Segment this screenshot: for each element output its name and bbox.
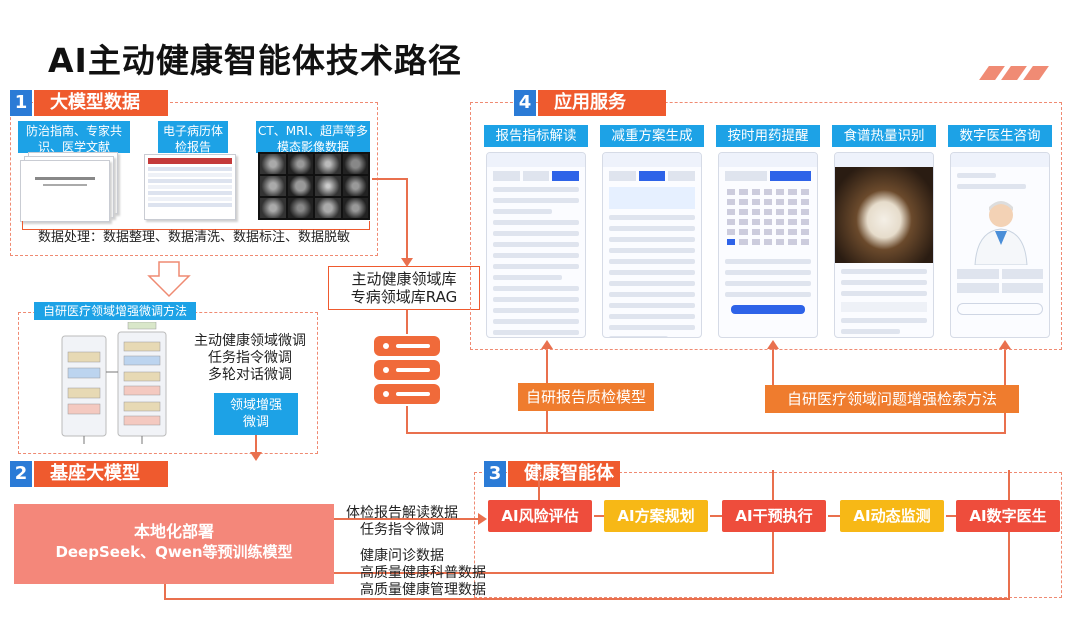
page-title: AI主动健康智能体技术路径 — [48, 41, 462, 80]
rag-line2: 专病领域库RAG — [350, 288, 458, 306]
source-guidelines: 防治指南、专家共识、医学文献 — [18, 121, 130, 154]
agent-digital-doctor: AI数字医生 — [956, 500, 1060, 532]
section4-header: 应用服务 — [538, 90, 666, 116]
processing-bracket — [22, 221, 370, 230]
flow-text-1: 体检报告解读数据 任务指令微调 — [346, 505, 458, 539]
phone-screenshot-doctor — [950, 152, 1050, 338]
medical-record-table-icon — [144, 154, 236, 220]
app-medication-reminder: 按时用药提醒 — [716, 125, 820, 147]
connector-line — [946, 515, 956, 517]
local-deployment-box: 本地化部署 DeepSeek、Qwen等预训练模型 — [14, 504, 334, 584]
retrieval-method-label: 自研医疗领域问题增强检索方法 — [765, 385, 1019, 413]
arrow-head-icon — [541, 340, 553, 349]
section3-number: 3 — [484, 461, 506, 487]
digital-doctor-avatar-icon — [974, 201, 1028, 265]
flow-item: 高质量健康管理数据 — [360, 582, 486, 598]
connector-line — [406, 310, 408, 334]
section4-number: 4 — [514, 90, 536, 116]
flow-item: 体检报告解读数据 — [346, 505, 458, 521]
finetune-method: 主动健康领域微调 — [194, 333, 306, 349]
finetune-method: 多轮对话微调 — [208, 367, 292, 383]
phone-screenshot-weight — [602, 152, 702, 338]
section2-header: 基座大模型 — [34, 461, 168, 487]
rag-line1: 主动健康领域库 — [351, 270, 457, 288]
document-page-icon — [20, 160, 110, 222]
section1-number: 1 — [10, 90, 32, 116]
connector-line — [594, 515, 604, 517]
data-processing-text: 数据处理：数据整理、数据清洗、数据标注、数据脱敏 — [38, 230, 351, 245]
app-recipe-calorie: 食谱热量识别 — [832, 125, 936, 147]
phone-screenshot-report — [486, 152, 586, 338]
flow-text-2: 健康问诊数据 高质量健康科普数据 高质量健康管理数据 — [360, 548, 486, 599]
connector-line — [1008, 470, 1010, 500]
app-weight-loss-plan: 减重方案生成 — [600, 125, 704, 147]
section4-frame — [470, 102, 1062, 350]
agent-intervention: AI干预执行 — [722, 500, 826, 532]
down-arrow-icon — [147, 261, 191, 298]
arrow-head-icon — [767, 340, 779, 349]
section3-header: 健康智能体 — [508, 461, 620, 487]
phone-screenshot-calendar — [718, 152, 818, 338]
domain-finetune-button: 领域增强微调 — [214, 393, 298, 435]
agent-plan-planning: AI方案规划 — [604, 500, 708, 532]
medical-imaging-icon — [258, 152, 370, 220]
database-server-icon — [374, 336, 440, 404]
agent-dynamic-monitoring: AI动态监测 — [840, 500, 944, 532]
flow-item: 健康问诊数据 — [360, 548, 444, 564]
arrow-head-icon — [401, 258, 413, 267]
connector-line — [772, 348, 774, 400]
connector-line — [334, 572, 772, 574]
connector-line — [772, 470, 774, 500]
rag-box: 主动健康领域库 专病领域库RAG — [328, 266, 480, 310]
section3-frame — [474, 472, 1062, 598]
connector-line — [546, 348, 548, 366]
agent-risk-assessment: AI风险评估 — [488, 500, 592, 532]
connector-line — [255, 435, 257, 457]
connector-line — [828, 515, 840, 517]
source-medical-records: 电子病历体检报告 — [158, 121, 228, 154]
deployment-title: 本地化部署 — [133, 522, 214, 541]
decor-stripe — [1023, 66, 1049, 80]
connector-line — [406, 432, 1006, 434]
connector-line — [1008, 532, 1010, 600]
connector-line — [164, 598, 1010, 600]
phone-screenshot-food — [834, 152, 934, 338]
connector-line — [164, 584, 166, 600]
connector-line — [334, 518, 484, 520]
connector-line — [538, 470, 540, 500]
app-digital-doctor: 数字医生咨询 — [948, 125, 1052, 147]
connector-line — [406, 178, 408, 262]
arrow-head-icon — [999, 340, 1011, 349]
flow-item: 任务指令微调 — [360, 522, 444, 538]
connector-line — [772, 532, 774, 574]
connector-line — [372, 178, 408, 180]
finetune-method: 任务指令微调 — [208, 350, 292, 366]
section1-header: 大模型数据 — [34, 90, 168, 116]
arrow-head-icon — [478, 513, 487, 525]
finetune-methods: 主动健康领域微调 任务指令微调 多轮对话微调 — [186, 333, 314, 384]
source-imaging: CT、MRI、超声等多模态影像数据 — [256, 121, 370, 154]
transformer-diagram-icon — [61, 322, 167, 444]
connector-line — [710, 515, 722, 517]
arrow-head-icon — [250, 452, 262, 461]
app-report-interpretation: 报告指标解读 — [484, 125, 588, 147]
deployment-models: DeepSeek、Qwen等预训练模型 — [55, 543, 293, 561]
flow-item: 高质量健康科普数据 — [360, 565, 486, 581]
finetune-header: 自研医疗领域增强微调方法 — [34, 302, 196, 320]
connector-line — [406, 406, 408, 434]
section2-number: 2 — [10, 461, 32, 487]
quality-model-label: 自研报告质检模型 — [518, 383, 654, 411]
